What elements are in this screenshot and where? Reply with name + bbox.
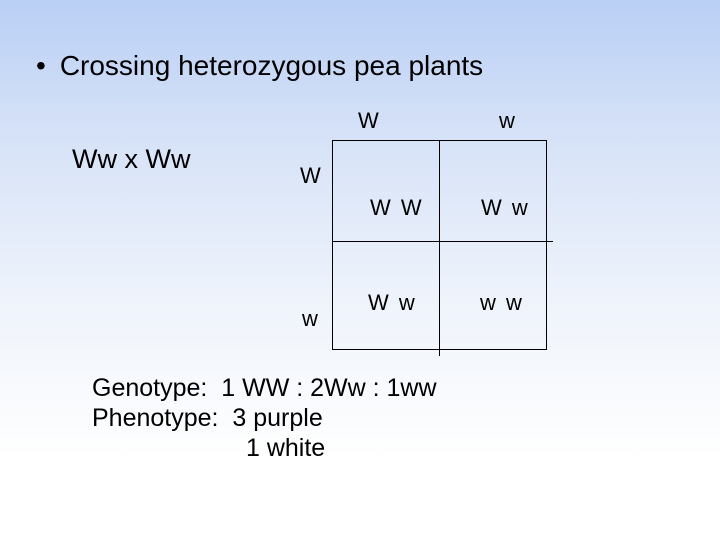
- genotype-ratio: Genotype: 1 WW : 2Ww : 1ww: [92, 374, 437, 402]
- bullet-point: •: [36, 50, 46, 81]
- grid-line-right: [546, 140, 547, 350]
- phenotype-ratio-white: 1 white: [246, 434, 326, 462]
- grid-line-bottom: [332, 349, 547, 350]
- slide-title-text: Crossing heterozygous pea plants: [59, 50, 484, 81]
- grid-line-middle-horizontal: [332, 241, 553, 242]
- punnett-cell-2-2: w w: [480, 290, 524, 315]
- phenotype-ratio: Phenotype: 3 purple: [92, 404, 323, 432]
- punnett-cell-1-2: W w: [481, 195, 530, 220]
- left-allele-1: W: [300, 163, 321, 188]
- cross-label: Ww x Ww: [72, 144, 191, 174]
- top-allele-2: w: [499, 108, 515, 133]
- ratio-summary: Genotype: 1 WW : 2Ww : 1ww Phenotype: 3 …: [92, 373, 437, 463]
- punnett-cell-1-1: W W: [370, 195, 424, 220]
- slide-title: • Crossing heterozygous pea plants: [36, 50, 483, 82]
- top-allele-1: W: [358, 108, 379, 133]
- left-allele-2: w: [302, 306, 318, 331]
- grid-line-left: [332, 140, 333, 350]
- punnett-cell-2-1: W w: [368, 290, 417, 315]
- grid-line-middle-vertical: [439, 140, 440, 356]
